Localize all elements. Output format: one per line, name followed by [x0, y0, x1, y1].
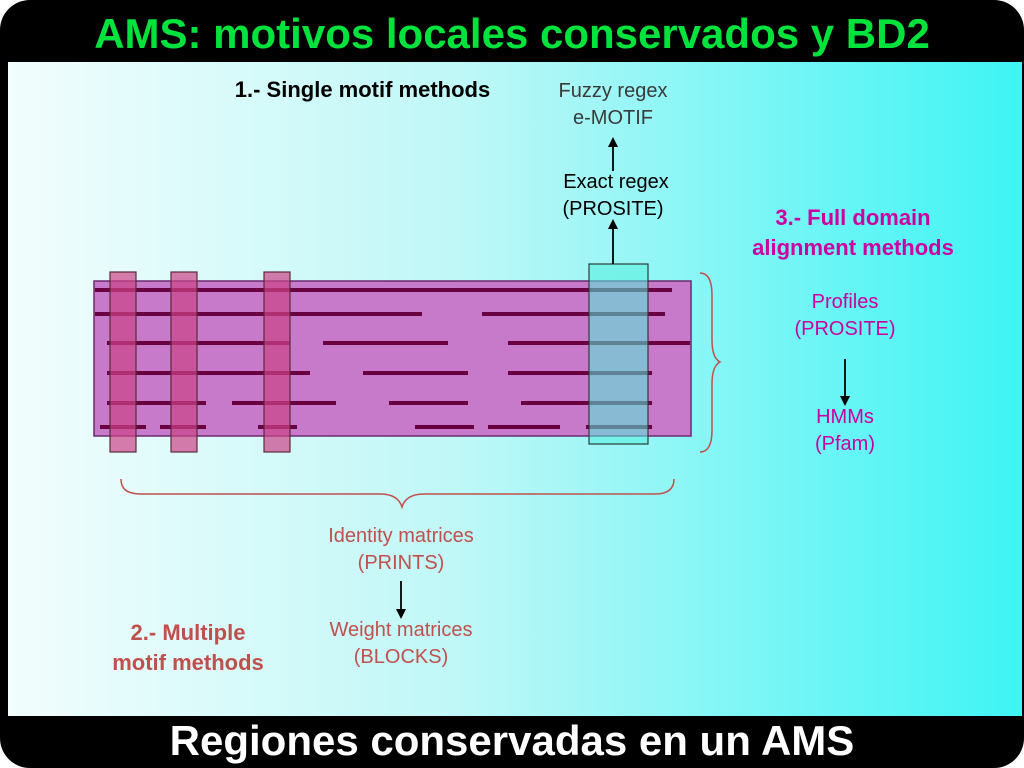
fuzzy-regex-label: Fuzzy regex: [558, 80, 668, 102]
domain-column: [588, 263, 649, 445]
weight-matrices-label: Weight matrices: [329, 619, 473, 641]
full-domain-heading-line1: 3.- Full domain: [775, 205, 931, 230]
exact-regex-db-label: (PROSITE): [562, 198, 664, 220]
profiles-label: Profiles: [811, 291, 879, 313]
full-domain-heading-line2: alignment methods: [752, 235, 954, 260]
profiles-db-label: (PROSITE): [794, 318, 896, 340]
motif-column: [170, 271, 198, 453]
identity-matrices-db-label: (PRINTS): [357, 552, 445, 574]
bottom-brace: [120, 478, 675, 510]
weight-matrices-db-label: (BLOCKS): [353, 646, 449, 668]
motif-columns: [109, 263, 649, 453]
single-motif-heading: 1.- Single motif methods: [234, 77, 491, 102]
motif-column: [263, 271, 291, 453]
slide-title: AMS: motivos locales conservados y BD2: [94, 10, 930, 57]
hmms-db-label: (Pfam): [815, 433, 875, 455]
right-brace: [699, 272, 722, 453]
identity-matrices-label: Identity matrices: [328, 525, 474, 547]
motif-column: [109, 271, 137, 453]
multiple-motif-heading-line2: motif methods: [112, 650, 264, 675]
exact-regex-label: Exact regex: [563, 171, 669, 193]
slide-footer-title: Regiones conservadas en un AMS: [169, 717, 855, 764]
hmms-label: HMMs: [816, 406, 874, 428]
multiple-motif-heading-line1: 2.- Multiple: [130, 620, 246, 645]
emotif-label: e-MOTIF: [573, 107, 653, 129]
